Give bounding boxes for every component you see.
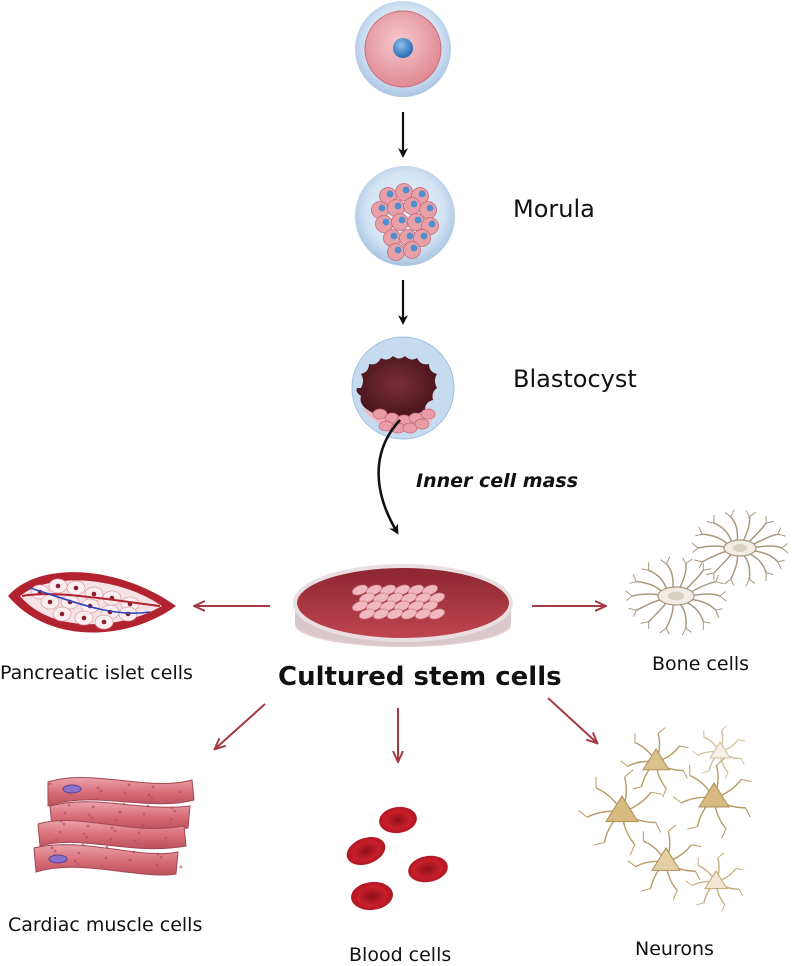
blastocyst-label: Blastocyst [513,365,637,393]
petri-dish-illustration [293,564,513,647]
inner-cell-mass-label: Inner cell mass [416,470,579,492]
cardiac-muscle-illustration [33,776,195,876]
blastocyst-illustration [351,336,455,440]
blood-cells-label: Blood cells [349,944,452,966]
bone-cells-label: Bone cells [652,653,750,675]
cardiac-muscle-cells-label: Cardiac muscle cells [8,914,203,936]
arrow-to-neurons [547,697,596,742]
pancreatic-islet-illustration [8,572,176,633]
zygote-illustration [355,1,451,97]
neurons-label: Neurons [635,938,714,960]
arrow-inner-cell-mass [377,419,401,535]
bone-cells-illustration [625,509,789,636]
cultured-stem-cells-label: Cultured stem cells [278,662,562,692]
morula-illustration [355,166,455,266]
morula-label: Morula [513,195,595,223]
arrow-to-cardiac [216,703,266,748]
pancreatic-islet-cells-label: Pancreatic islet cells [0,662,193,684]
blood-cells-illustration [346,806,448,911]
neurons-illustration [577,725,752,912]
